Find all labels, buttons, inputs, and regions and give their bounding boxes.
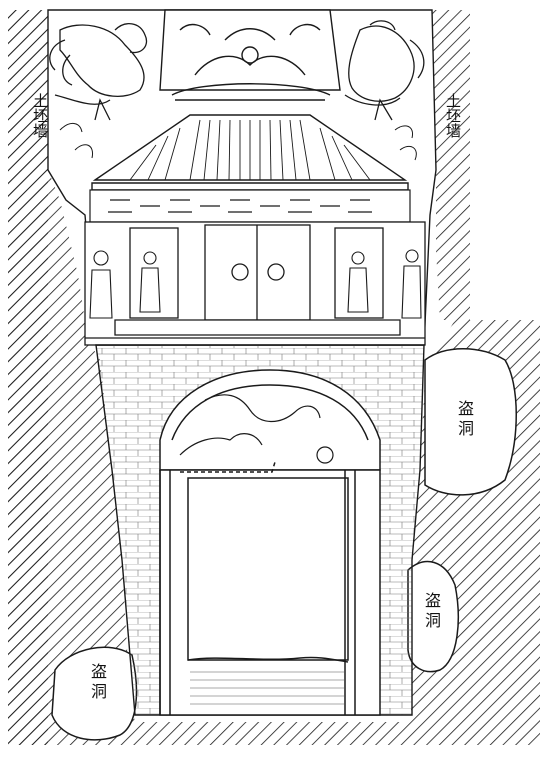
robber-hole-right-lower	[407, 560, 459, 673]
robber-hole-right-upper	[424, 348, 517, 496]
phoenix-right	[344, 20, 425, 121]
label-earth-wall-right: 土坯墙	[444, 93, 462, 138]
attendant-figures	[89, 249, 422, 319]
label-earth-wall-left: 土坯墙	[31, 93, 49, 138]
gate-lintel-zone	[84, 221, 426, 346]
label-robber-hole-right-upper: 盗洞	[455, 400, 474, 440]
roof-tiles	[129, 119, 371, 181]
label-robber-hole-left-lower: 盗洞	[88, 663, 107, 703]
bracket-frieze	[89, 189, 411, 223]
floral-ornament	[59, 123, 417, 161]
arch	[159, 369, 381, 471]
door-sill-hatching	[190, 671, 346, 705]
tympanum-dragon	[179, 394, 334, 464]
doorway	[159, 461, 381, 716]
phoenix-left	[49, 23, 148, 121]
label-robber-hole-right-lower: 盗洞	[422, 592, 441, 632]
